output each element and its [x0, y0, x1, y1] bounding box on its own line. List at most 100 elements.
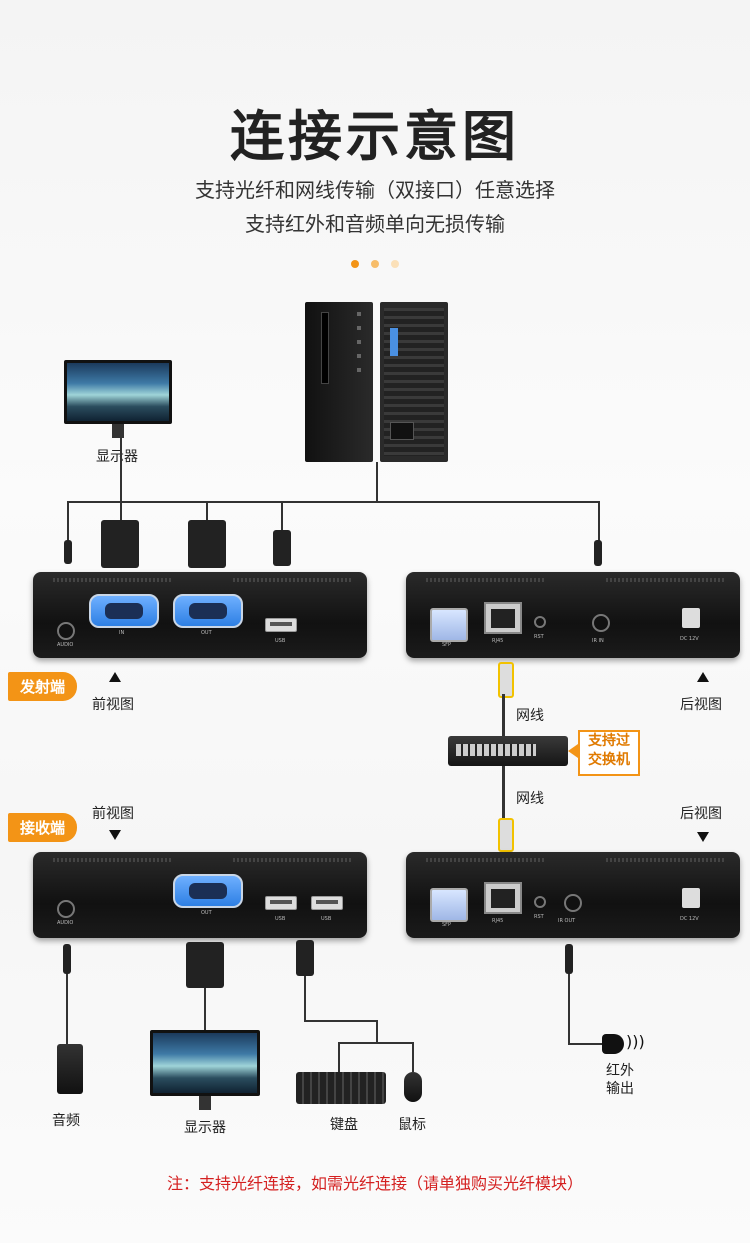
vga-plug-monitor [101, 520, 139, 568]
tx-port-dc-label: DC 12V [680, 636, 699, 642]
tx-sfp-port [430, 608, 468, 642]
rx-ir-out-port [564, 894, 582, 912]
tx-audio-port [57, 622, 75, 640]
page-title: 连接示意图 [230, 105, 520, 168]
rx-port-sfp-label: SFP [442, 922, 452, 928]
rx-sfp-port [430, 888, 468, 922]
speaker-label: 音频 [52, 1113, 80, 1129]
keyboard-label: 键盘 [330, 1117, 358, 1133]
footer-note: 注：支持光纤连接，如需光纤连接（请单独购买光纤模块） [166, 1174, 583, 1193]
audio-plug-rx [63, 944, 71, 974]
pager-dot-2 [371, 260, 379, 268]
rear-view-arrow-tx [697, 672, 709, 682]
vga-cable-rx [204, 988, 206, 1032]
usb-plug-tx [273, 530, 291, 566]
rx-port-usb1-label: USB [275, 916, 286, 922]
monitor-top-cable [120, 438, 122, 520]
cable-label-upper: 网线 [516, 708, 544, 724]
receiver-rear: SFP RJ45 RST IR OUT DC 12V [406, 852, 740, 938]
usb-cable-rx [304, 976, 306, 1021]
usb-splitter [338, 1042, 414, 1044]
mouse-cable [412, 1042, 414, 1072]
tx-dc-port [682, 608, 700, 628]
rear-view-label-rx: 后视图 [680, 806, 722, 822]
monitor-top [64, 360, 172, 424]
speaker-icon [57, 1044, 83, 1094]
transmitter-tag: 发射端 [8, 672, 78, 701]
ir-plug-tx [594, 540, 602, 566]
tx-port-rj45-label: RJ45 [492, 638, 504, 644]
rear-view-label-tx: 后视图 [680, 697, 722, 713]
usb-cable-branch [304, 1020, 378, 1022]
audio-cable-rx [66, 974, 68, 1044]
pc-cable-bus [67, 501, 599, 503]
tx-port-usb-label: USB [275, 638, 286, 644]
cable-label-lower: 网线 [516, 791, 544, 807]
network-switch [448, 736, 568, 766]
ir-output-label: 红外 输出 [606, 1063, 634, 1097]
pager-dot-3 [391, 260, 399, 268]
monitor-top-label: 显示器 [96, 449, 138, 465]
tx-rst-button [534, 616, 546, 628]
tx-port-audio-label: AUDIO [57, 642, 74, 648]
tx-port-in-label: IN [119, 630, 125, 636]
switch-callout: 支持过 交换机 [578, 730, 640, 776]
tx-vga-out-port [173, 594, 243, 628]
mouse-icon [404, 1072, 422, 1102]
cable-drop-usb-tx [281, 501, 283, 531]
mouse-label: 鼠标 [398, 1117, 426, 1133]
ir-cable-horizontal [568, 1043, 604, 1045]
cable-drop-vga-in [206, 501, 208, 521]
rx-usb-port-2 [311, 896, 343, 910]
monitor-bottom [150, 1030, 260, 1096]
tx-vga-in-port [89, 594, 159, 628]
keyboard-icon [296, 1072, 386, 1104]
usb-cable-drop [376, 1020, 378, 1042]
tx-port-rst-label: RST [534, 634, 544, 640]
tx-ir-in-port [592, 614, 610, 632]
rx-port-audio-label: AUDIO [57, 920, 74, 926]
tx-rj45-port [484, 602, 522, 634]
rx-port-out-label: OUT [201, 910, 212, 916]
rx-port-usb2-label: USB [321, 916, 332, 922]
rx-port-rj45-label: RJ45 [492, 918, 504, 924]
pc-tower-rear [380, 302, 448, 462]
pager-dot-1 [351, 260, 359, 268]
monitor-bottom-stand [199, 1096, 211, 1110]
cable-drop-audio-tx [67, 501, 69, 541]
rx-port-rst-label: RST [534, 914, 544, 920]
ir-plug-rx [565, 944, 573, 974]
front-view-label-tx: 前视图 [92, 697, 134, 713]
monitor-top-stand [112, 424, 124, 438]
subtitle-line-1: 支持光纤和网线传输（双接口）任意选择 [195, 178, 555, 202]
tx-port-out-label: OUT [201, 630, 212, 636]
transmitter-front: AUDIO IN OUT USB [33, 572, 367, 658]
rear-view-arrow-rx [697, 832, 709, 842]
rx-vga-out-port [173, 874, 243, 908]
ir-wave-icon: ))) [626, 1032, 645, 1051]
front-view-arrow-tx [109, 672, 121, 682]
receiver-tag: 接收端 [8, 813, 78, 842]
rx-usb-port-1 [265, 896, 297, 910]
vga-plug-rx [186, 942, 224, 988]
front-view-arrow-rx [109, 830, 121, 840]
rj45-plug-upper [498, 662, 514, 698]
cable-drop-ir-in [598, 501, 600, 541]
rx-dc-port [682, 888, 700, 908]
tx-usb-port [265, 618, 297, 632]
tx-port-ir-in-label: IR IN [592, 638, 604, 644]
callout-arrow [568, 744, 578, 758]
transmitter-rear: SFP RJ45 RST IR IN DC 12V [406, 572, 740, 658]
usb-plug-rx [296, 940, 314, 976]
rx-audio-port [57, 900, 75, 918]
pc-cable [376, 462, 378, 502]
network-cable-lower [502, 766, 505, 818]
rx-port-ir-out-label: IR OUT [558, 918, 576, 924]
vga-plug-pc [188, 520, 226, 568]
network-cable-upper [502, 694, 505, 736]
ir-emitter-icon [602, 1034, 624, 1054]
subtitle-line-2: 支持红外和音频单向无损传输 [245, 212, 505, 236]
rx-port-dc-label: DC 12V [680, 916, 699, 922]
rx-rj45-port [484, 882, 522, 914]
front-view-label-rx: 前视图 [92, 806, 134, 822]
